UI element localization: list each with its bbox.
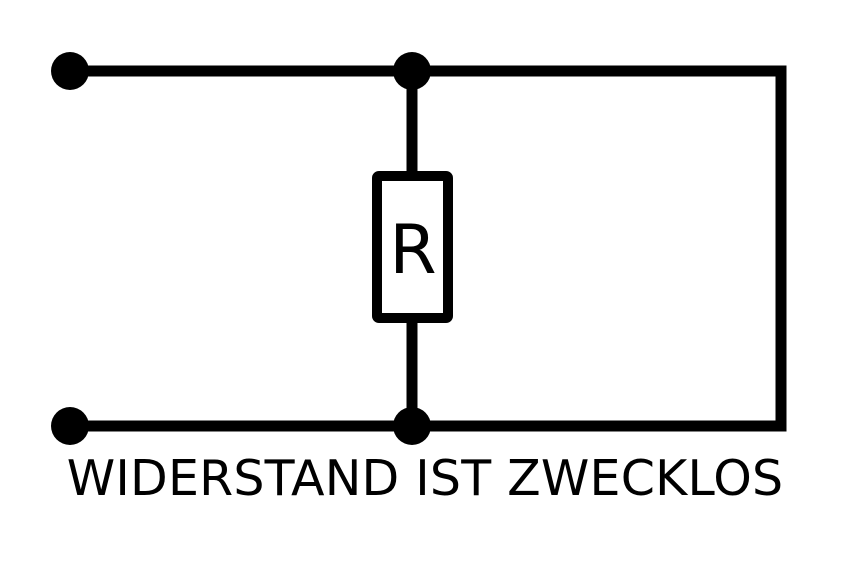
resistor-body [372,171,453,323]
caption: WIDERSTAND IST ZWECKLOS [66,450,784,507]
terminal-bottom-left [51,407,89,445]
terminal-top-left [51,52,89,90]
resistor-label: R [389,211,436,290]
junction-top [393,52,431,90]
junction-bottom [393,407,431,445]
